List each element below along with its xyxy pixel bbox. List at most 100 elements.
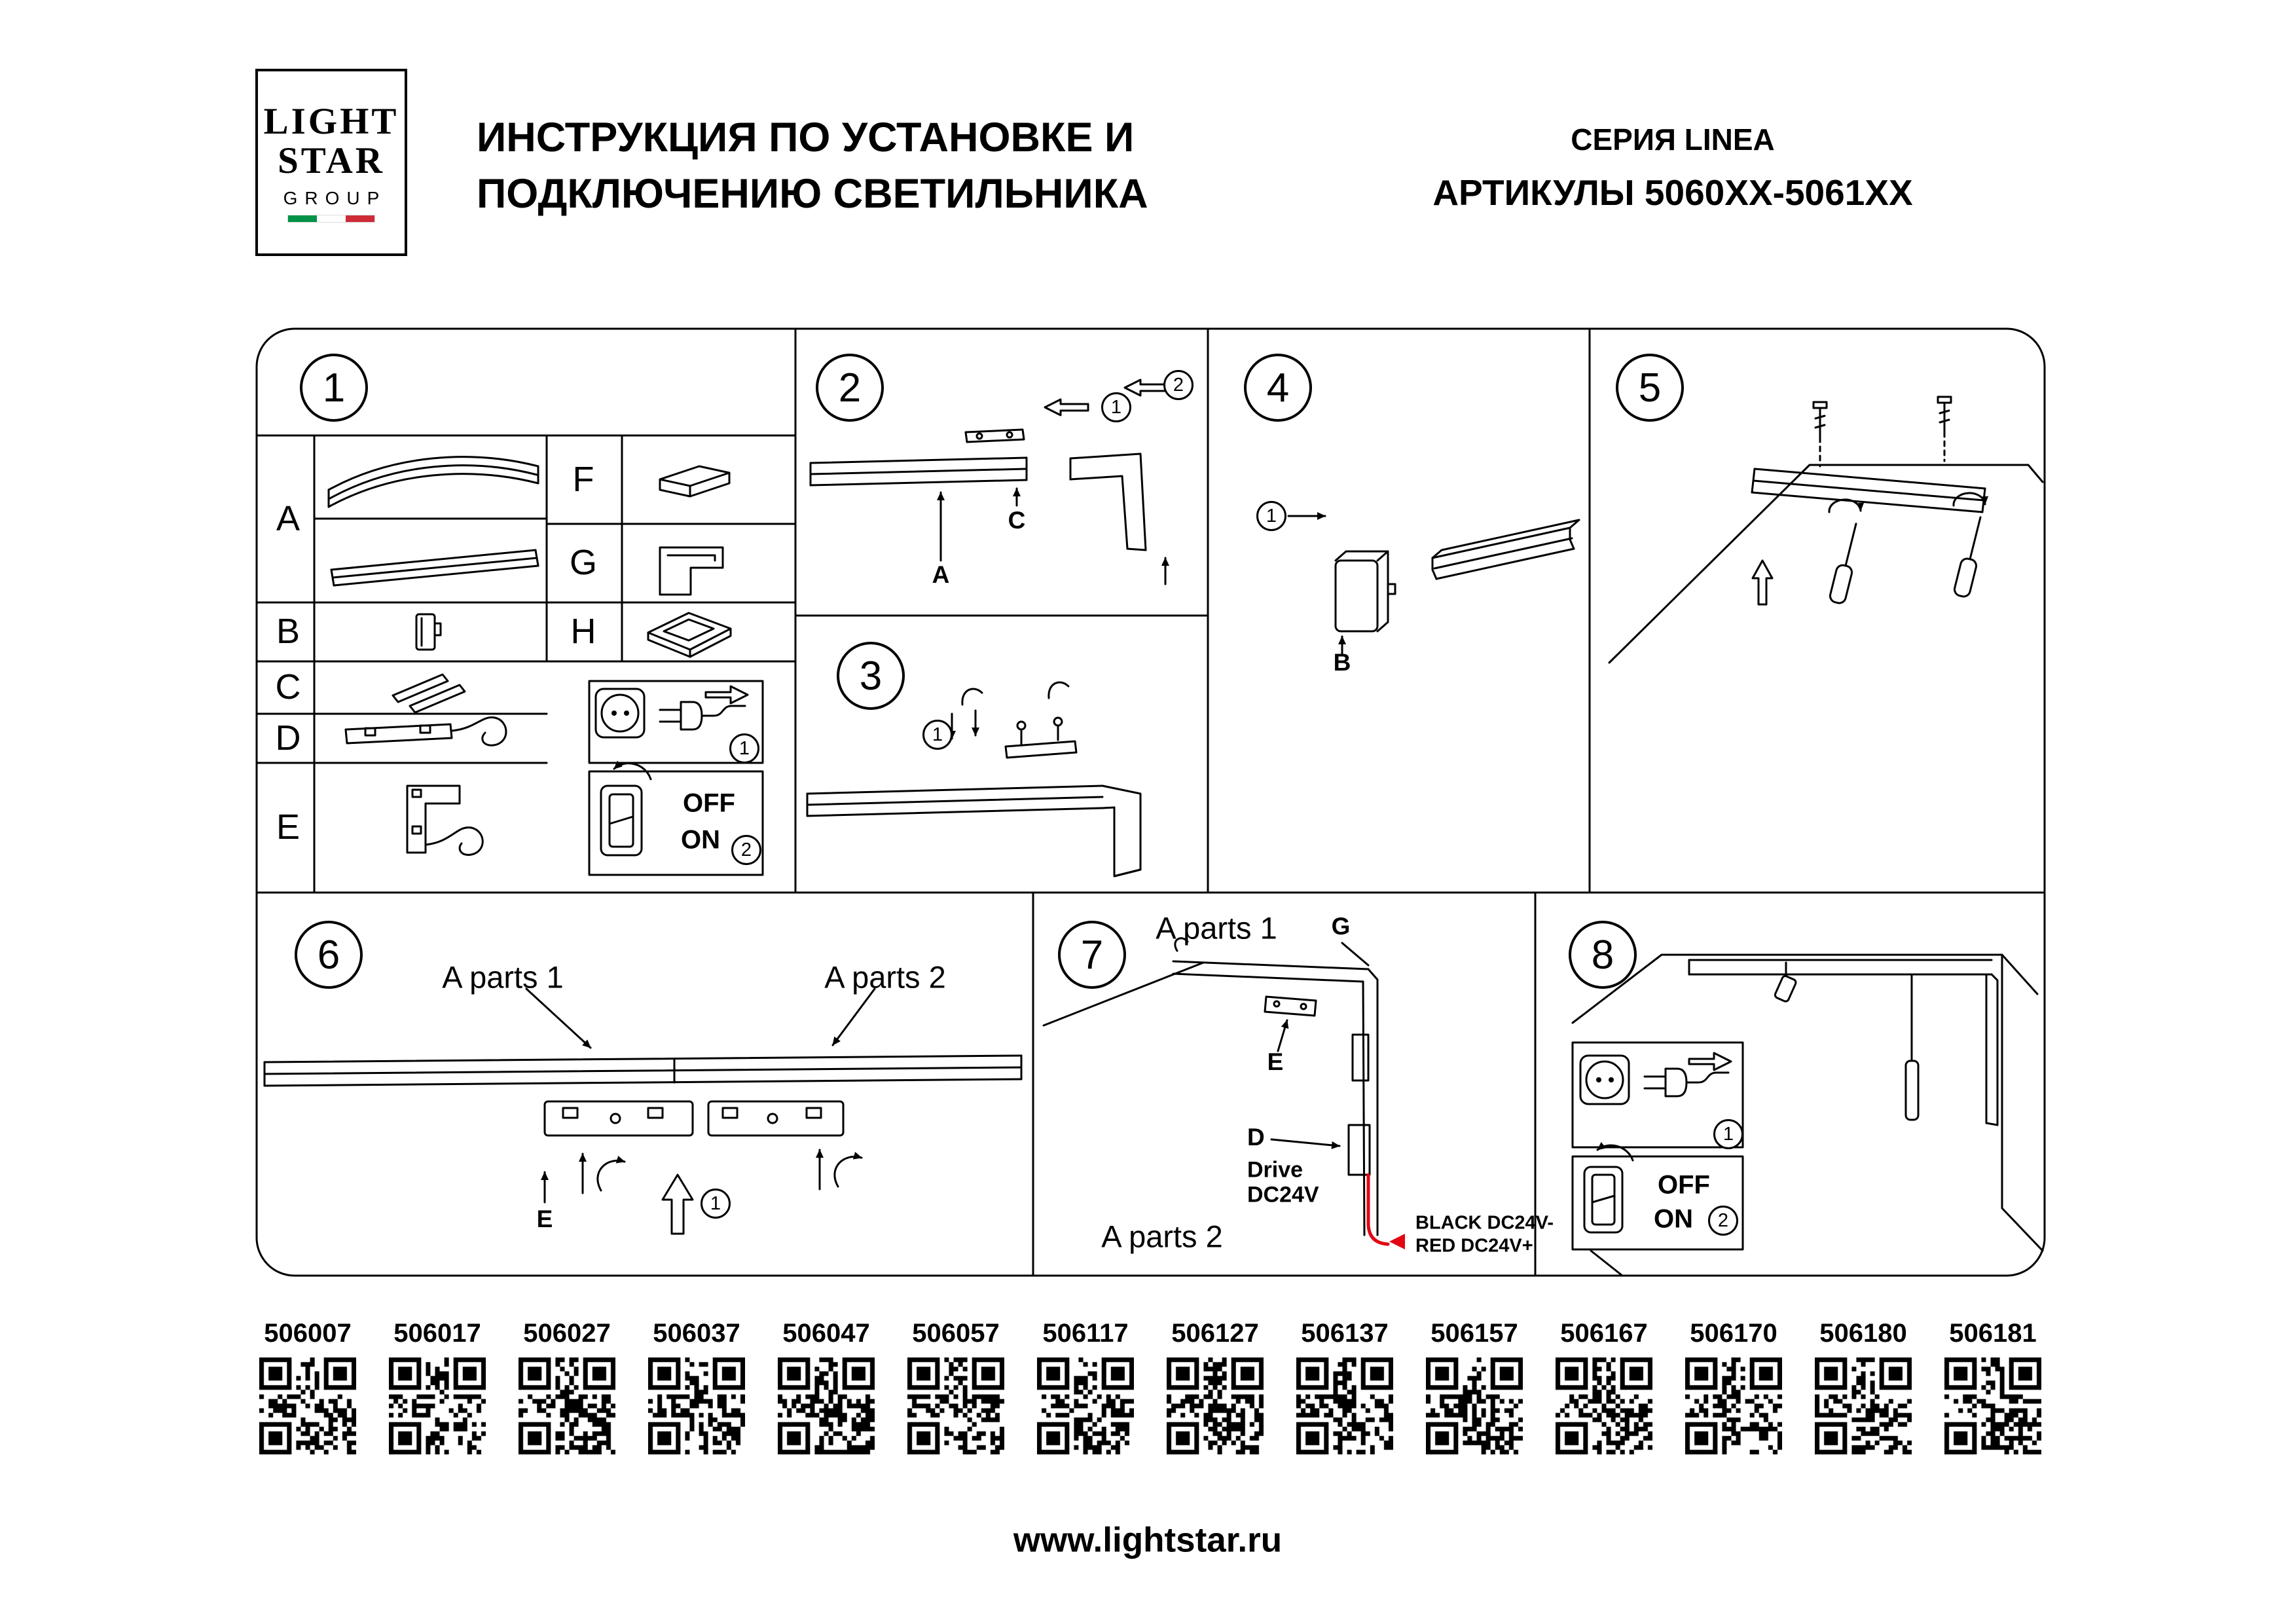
part-label-e: E: [276, 807, 301, 847]
arrow-right-icon: [1688, 1052, 1732, 1071]
connector-plate: [1264, 995, 1317, 1017]
qr-code: [648, 1357, 745, 1454]
arrow-up-icon: [661, 1173, 694, 1235]
qr-code: [1296, 1357, 1393, 1454]
arrow-left-icon: [1123, 378, 1169, 397]
title-line-2: ПОДКЛЮЧЕНИЮ СВЕТИЛЬНИКА: [477, 170, 1148, 217]
switch-icon: [600, 784, 643, 857]
wire-red-label: RED DC24V+: [1415, 1235, 1533, 1257]
a-parts-2-label: A parts 2: [824, 959, 946, 995]
part-a-curved-track: [327, 456, 539, 508]
part-e: [406, 784, 484, 856]
step-8-art: [1571, 953, 2044, 1277]
switch-on-label: ON: [681, 825, 720, 855]
section-4-number: 4: [1244, 354, 1312, 422]
connector-plate: [964, 428, 1025, 443]
section-3-number: 3: [837, 642, 905, 710]
section-8-number: 8: [1569, 921, 1637, 989]
label-b: B: [1333, 649, 1351, 676]
qr-code: [259, 1357, 356, 1454]
label-e-arrow: [1277, 1019, 1289, 1052]
hook-icon: [1174, 937, 1189, 952]
article-number: 506017: [393, 1319, 481, 1348]
arrow-right-icon: [704, 685, 749, 705]
qr-item: 506027: [515, 1319, 619, 1454]
screw-icon: [1812, 401, 1828, 468]
diagram-art: [255, 327, 2046, 1277]
article-number: 506167: [1560, 1319, 1648, 1348]
switch-off-label: OFF: [683, 788, 735, 818]
article-numbers: АРТИКУЛЫ 5060XX-5061XX: [1432, 172, 1913, 213]
article-number: 506157: [1430, 1319, 1518, 1348]
step-5-art: [1608, 396, 2044, 664]
section-7-number: 7: [1058, 921, 1126, 989]
a-parts-1-label: A parts 1: [442, 959, 564, 995]
qr-item: 506157: [1422, 1319, 1527, 1454]
step-2-badge: 2: [1708, 1206, 1738, 1236]
title-line-1: ИНСТРУКЦИЯ ПО УСТАНОВКЕ И: [477, 115, 1135, 160]
qr-item: 506127: [1163, 1319, 1267, 1454]
hook-icon: [961, 688, 983, 706]
article-number: 506170: [1690, 1319, 1777, 1348]
power-driver: [1334, 550, 1396, 633]
pendant-light: [1904, 1060, 1920, 1121]
qr-code: [519, 1357, 615, 1454]
logo-word-light: LIGHT: [263, 101, 399, 143]
switch-on-label: ON: [1654, 1204, 1693, 1234]
label-g-pointer: [1341, 942, 1370, 967]
parts2-arrow: [831, 987, 876, 1046]
part-c: [392, 673, 466, 714]
rotate-arrow-icon: [596, 1155, 626, 1192]
screwdriver-icon: [1953, 516, 1982, 598]
switch-off-label: OFF: [1658, 1170, 1710, 1200]
connector-plate: [707, 1100, 845, 1137]
part-h-connector: [647, 612, 732, 658]
label-a: A: [932, 561, 950, 588]
power-wire: [1366, 1173, 1390, 1246]
series-name: СЕРИЯ LINEA: [1571, 122, 1775, 157]
section-1-number: 1: [300, 354, 368, 422]
qr-item: 506007: [255, 1319, 360, 1454]
part-label-c: C: [275, 667, 301, 707]
qr-code: [1556, 1357, 1652, 1454]
step-1-badge: 1: [729, 733, 759, 764]
step-2-badge: 2: [731, 835, 761, 865]
arrow-left-icon: [1044, 398, 1089, 416]
part-label-h: H: [570, 612, 596, 651]
step-2-badge: 2: [1163, 370, 1194, 400]
qr-code: [1426, 1357, 1523, 1454]
panel-grid: [255, 327, 2046, 1277]
a-parts-2-label: A parts 2: [1101, 1219, 1223, 1254]
label-c: C: [1008, 507, 1026, 534]
wire-pointer: [1389, 1234, 1405, 1249]
label-e: E: [1267, 1048, 1284, 1075]
a-parts-1-label: A parts 1: [1156, 910, 1277, 946]
step-6-art: [263, 987, 1023, 1235]
part-d: [344, 716, 507, 747]
spot-light: [1774, 975, 1797, 1003]
qr-item: 506170: [1681, 1319, 1786, 1454]
socket-icon: [1579, 1054, 1630, 1105]
qr-code: [907, 1357, 1004, 1454]
label-e: E: [536, 1206, 553, 1232]
power-switch-legend: [1571, 1141, 1744, 1251]
part-label-g: G: [569, 543, 598, 582]
part-b: [415, 613, 442, 651]
qr-item: 506180: [1811, 1319, 1916, 1454]
part-g-connector: [659, 546, 724, 596]
article-number: 506037: [653, 1319, 740, 1348]
section-5-number: 5: [1616, 354, 1684, 422]
part-label-f: F: [572, 460, 594, 499]
article-number: 506117: [1042, 1319, 1129, 1348]
screwdriver-icon: [1829, 523, 1857, 604]
part-label-b: B: [276, 612, 301, 651]
qr-code: [1815, 1357, 1912, 1454]
page-title: ИНСТРУКЦИЯ ПО УСТАНОВКЕ И ПОДКЛЮЧЕНИЮ СВ…: [477, 110, 1148, 222]
qr-code: [1944, 1357, 2041, 1454]
plug-icon: [680, 701, 703, 731]
step-1-badge: 1: [1713, 1119, 1743, 1149]
part-label-d: D: [275, 718, 301, 758]
qr-item: 506047: [774, 1319, 879, 1454]
article-number: 506127: [1171, 1319, 1259, 1348]
